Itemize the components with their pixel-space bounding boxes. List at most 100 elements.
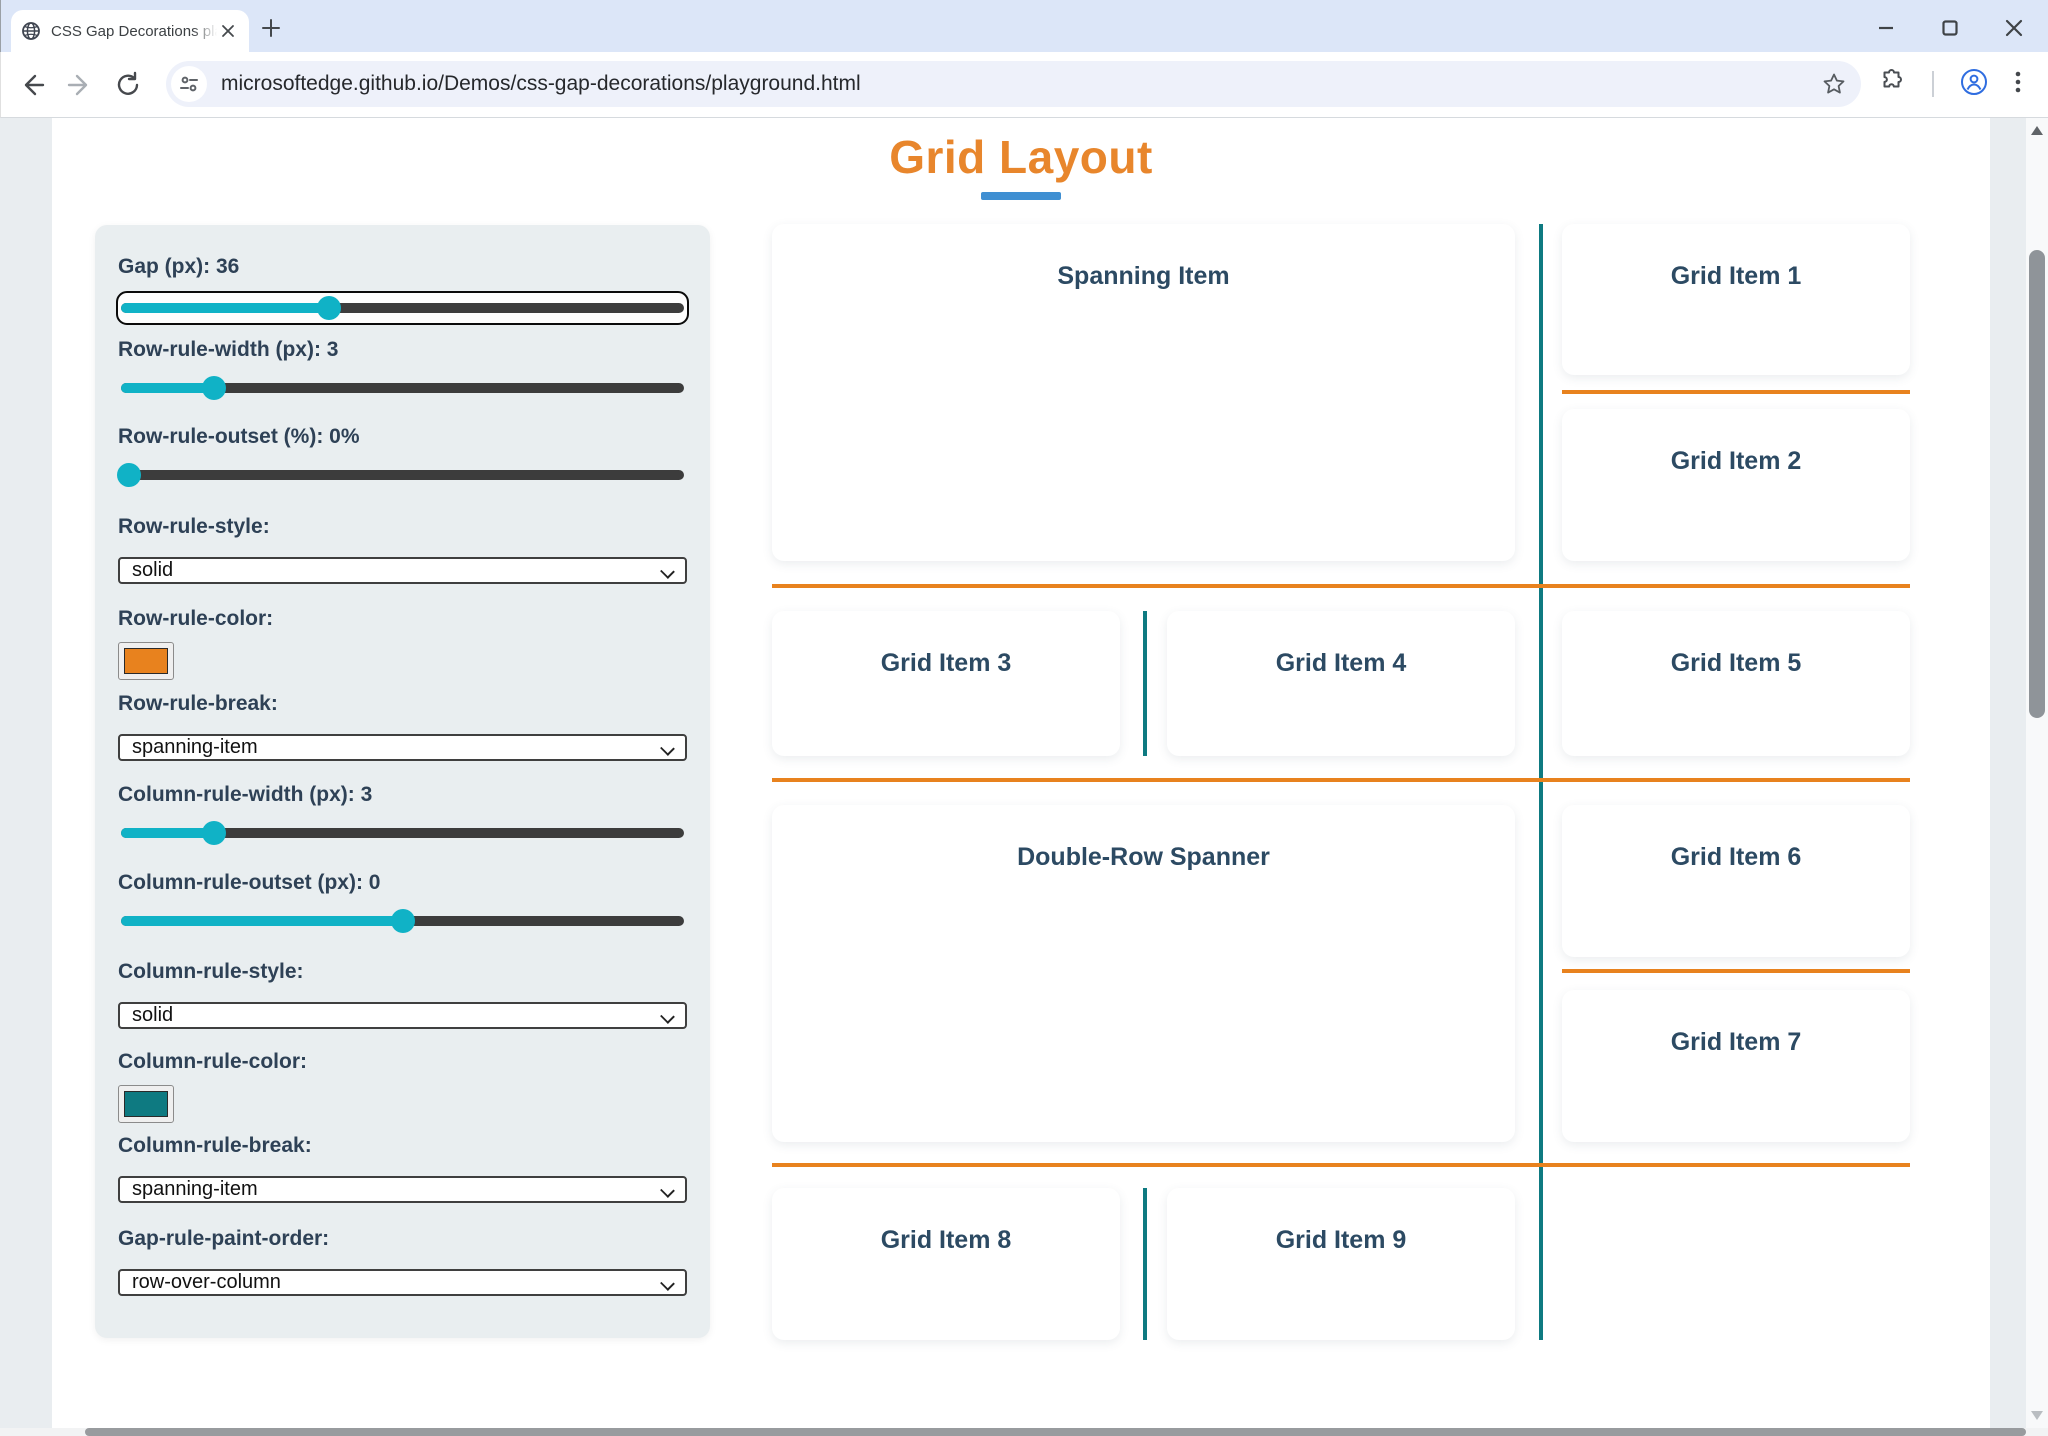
range-slider[interactable] [117, 463, 687, 487]
select-dropdown[interactable]: row-over-column [118, 1269, 687, 1296]
grid-item-card: Grid Item 7 [1562, 990, 1910, 1142]
control-group: Column-rule-width (px): 3 [118, 781, 687, 845]
select-dropdown[interactable]: spanning-item [118, 734, 687, 761]
profile-avatar-icon[interactable] [1960, 68, 1988, 101]
select-value: solid [132, 1004, 174, 1026]
bookmark-star-icon[interactable] [1819, 69, 1849, 99]
select-dropdown[interactable]: spanning-item [118, 1176, 687, 1203]
control-group: Column-rule-break: spanning-item [118, 1132, 687, 1203]
grid-item-label: Grid Item 1 [1670, 262, 1802, 290]
control-label: Row-rule-outset (%): 0% [118, 425, 360, 448]
tab-strip: CSS Gap Decorations playgroun [0, 0, 2048, 52]
select-dropdown[interactable]: solid [118, 1002, 687, 1029]
range-slider[interactable] [116, 291, 689, 325]
slider-fill [121, 383, 214, 393]
vertical-scrollbar[interactable] [2026, 118, 2048, 1428]
horizontal-scrollbar[interactable] [0, 1428, 2048, 1436]
grid-item-card: Grid Item 6 [1562, 805, 1910, 957]
tab-close-icon[interactable] [217, 20, 239, 42]
color-picker[interactable] [118, 642, 174, 680]
grid-item-card: Grid Item 9 [1167, 1188, 1515, 1340]
browser-toolbar: microsoftedge.github.io/Demos/css-gap-de… [0, 52, 2048, 118]
row-rule [772, 584, 1910, 588]
control-label: Column-rule-break: [118, 1134, 312, 1157]
row-rule [1562, 390, 1910, 394]
grid-item-label: Grid Item 2 [1670, 447, 1802, 475]
chevron-down-icon [660, 1276, 675, 1291]
grid-item-label: Grid Item 7 [1670, 1028, 1802, 1056]
control-group: Gap (px): 36 [116, 253, 689, 325]
menu-dots-icon[interactable] [2014, 68, 2022, 101]
control-group: Gap-rule-paint-order:row-over-column [118, 1225, 687, 1296]
window-minimize-button[interactable] [1874, 16, 1898, 40]
scroll-down-icon[interactable] [2031, 1411, 2043, 1420]
slider-thumb[interactable] [317, 296, 342, 320]
grid-item-label: Grid Item 4 [1275, 649, 1407, 677]
grid-item-label: Grid Item 5 [1670, 649, 1802, 677]
control-label: Row-rule-width (px): 3 [118, 338, 339, 361]
control-group: Row-rule-break:spanning-item [118, 690, 687, 761]
vertical-scrollbar-thumb[interactable] [2029, 250, 2045, 718]
tab-title: CSS Gap Decorations playgroun [51, 22, 217, 40]
row-rule [772, 1163, 1910, 1167]
title-underline [981, 192, 1061, 200]
forward-icon[interactable] [63, 68, 97, 102]
slider-thumb[interactable] [390, 909, 415, 933]
site-settings-icon[interactable] [171, 66, 207, 102]
slider-thumb[interactable] [201, 376, 226, 400]
reload-icon[interactable] [111, 68, 145, 102]
scroll-up-icon[interactable] [2031, 126, 2043, 135]
column-rule [1143, 1188, 1147, 1340]
extensions-icon[interactable] [1879, 68, 1906, 100]
slider-thumb[interactable] [201, 821, 226, 845]
horizontal-scrollbar-thumb[interactable] [85, 1428, 2026, 1436]
column-rule [1539, 224, 1543, 1340]
row-rule [1562, 969, 1910, 973]
grid-item-card: Double-Row Spanner [772, 805, 1515, 1142]
grid-item-label: Double-Row Spanner [1017, 843, 1270, 871]
select-value: row-over-column [132, 1271, 281, 1293]
url-bar[interactable]: microsoftedge.github.io/Demos/css-gap-de… [166, 61, 1861, 107]
grid-item-label: Grid Item 6 [1670, 843, 1802, 871]
control-label: Column-rule-style: [118, 960, 304, 983]
grid-item-card: Grid Item 5 [1562, 611, 1910, 756]
grid-item-card: Grid Item 4 [1167, 611, 1515, 756]
slider-fill [121, 303, 330, 313]
url-text[interactable]: microsoftedge.github.io/Demos/css-gap-de… [221, 72, 861, 95]
grid-item-card: Grid Item 1 [1562, 224, 1910, 375]
control-group: Column-rule-style: solid [118, 958, 687, 1029]
control-label: Column-rule-width (px): 3 [118, 783, 373, 806]
control-label: Column-rule-outset (px): 0 [118, 871, 381, 894]
grid-item-card: Grid Item 8 [772, 1188, 1120, 1340]
color-swatch [124, 648, 168, 674]
column-rule [1143, 611, 1147, 756]
new-tab-button[interactable] [259, 16, 283, 40]
slider-fill [121, 828, 214, 838]
globe-favicon-icon [22, 22, 40, 40]
slider-thumb[interactable] [117, 463, 142, 487]
control-group: Row-rule-outset (%): 0% [117, 423, 687, 487]
range-slider[interactable] [118, 376, 687, 400]
chevron-down-icon [660, 1183, 675, 1198]
control-group: Row-rule-width (px): 3 [118, 336, 687, 400]
color-swatch [124, 1091, 168, 1117]
grid-item-card: Grid Item 2 [1562, 409, 1910, 561]
color-picker[interactable] [118, 1085, 174, 1123]
control-group: Column-rule-color: [118, 1048, 687, 1123]
window-close-button[interactable] [2002, 16, 2026, 40]
window-maximize-button[interactable] [1938, 16, 1962, 40]
select-value: spanning-item [132, 1178, 258, 1200]
chevron-down-icon [660, 1009, 675, 1024]
grid-item-label: Spanning Item [1057, 262, 1230, 290]
grid-item-label: Grid Item 3 [880, 649, 1012, 677]
row-rule [772, 778, 1910, 782]
range-slider[interactable] [118, 909, 687, 933]
control-group: Row-rule-color: [118, 605, 687, 680]
chevron-down-icon [660, 564, 675, 579]
range-slider[interactable] [118, 821, 687, 845]
back-icon[interactable] [15, 68, 49, 102]
control-label: Row-rule-style: [118, 515, 270, 538]
control-group: Row-rule-style: solid [118, 513, 687, 584]
browser-tab[interactable]: CSS Gap Decorations playgroun [11, 10, 249, 52]
select-dropdown[interactable]: solid [118, 557, 687, 584]
